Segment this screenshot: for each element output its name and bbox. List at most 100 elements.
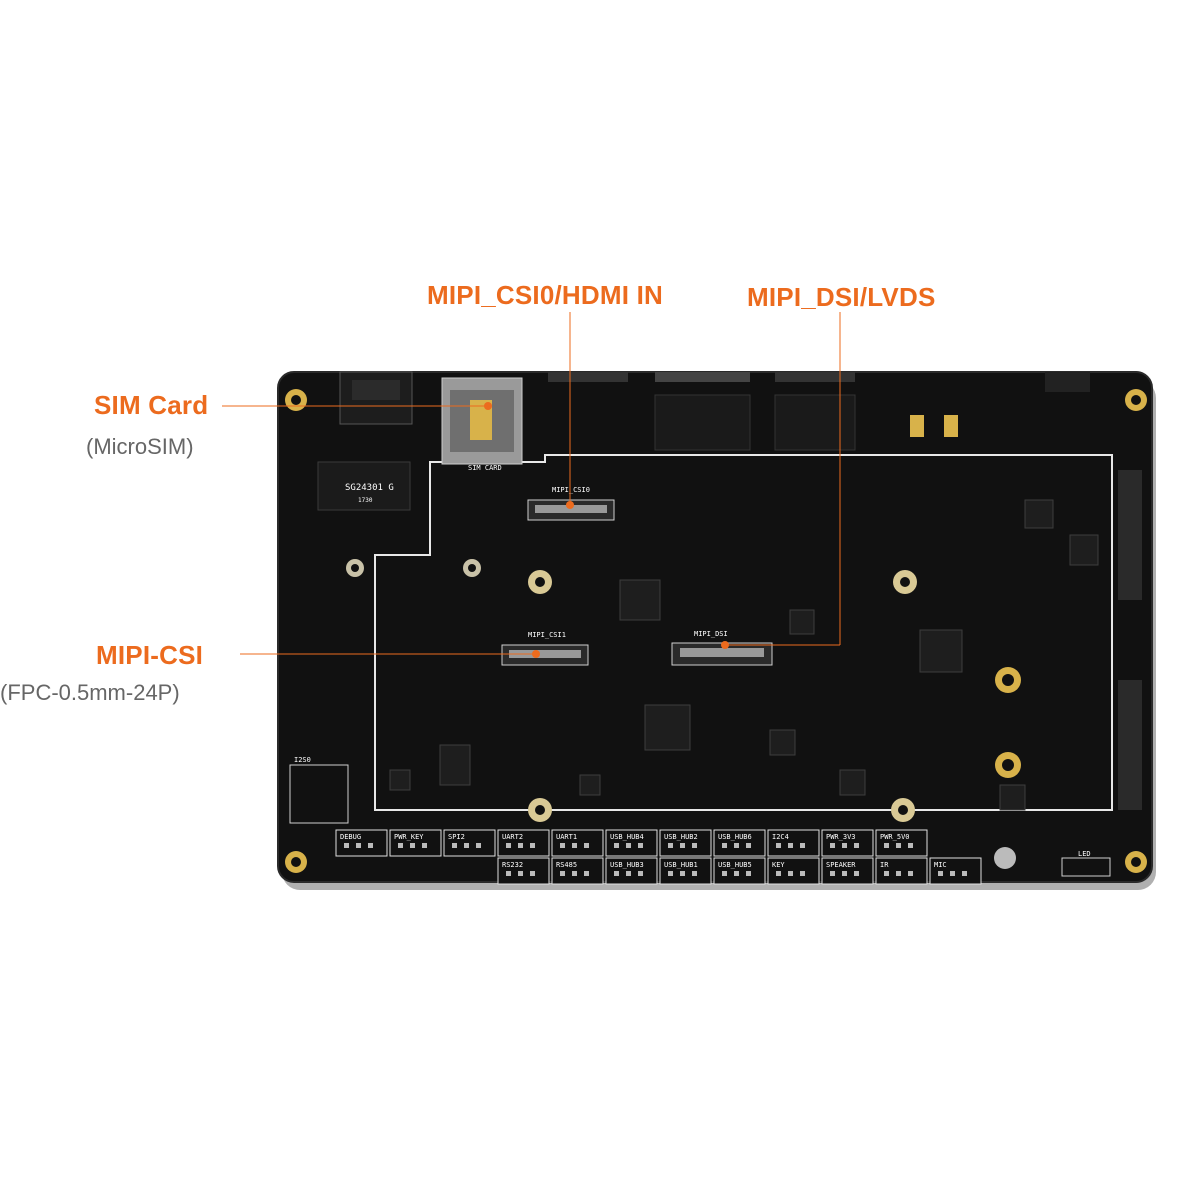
header-pin [842,871,847,876]
header-label: UART1 [556,833,577,841]
header-pin [518,843,523,848]
mipi-dsi-title: MIPI_DSI/LVDS [747,282,936,312]
header-pin [506,843,511,848]
header-label: UART2 [502,833,523,841]
header-pin [800,871,805,876]
header-pin [800,843,805,848]
transformer-code: 1730 [358,497,373,504]
header-label: MIC [934,861,947,869]
header-pin [572,843,577,848]
header-pin [746,871,751,876]
header-pin [884,843,889,848]
headers-bottom-row: RS232 RS485 USB_HUB3 USB_HUB1 USB_HUB5 KEY SPE… [497,857,982,885]
header-label: USB_HUB5 [718,861,752,869]
mipi-csi0-title: MIPI_CSI0/HDMI IN [427,280,663,310]
header-label: USB_HUB4 [610,833,644,841]
sim-card-silk: SIM CARD [468,464,502,472]
header-pin [410,843,415,848]
board-outline-silk [374,454,1113,811]
header-label: I2C4 [772,833,789,841]
header-label: PWR_5V0 [880,833,910,841]
header-label: SPEAKER [826,861,856,869]
header-label: PWR_KEY [394,833,424,841]
header-pin [776,871,781,876]
header-pin [584,871,589,876]
header-pin [962,871,967,876]
sim-card-subtitle: (MicroSIM) [86,434,194,459]
sim-card-title: SIM Card [94,390,209,420]
side-headers [1118,470,1142,810]
header-pin [518,871,523,876]
header-pin [680,843,685,848]
header-pin [938,871,943,876]
header-pin [638,843,643,848]
led-silk: LED [1078,850,1091,858]
i2s0-silk: I2S0 [294,756,311,764]
header-pin [476,843,481,848]
header-pin [452,843,457,848]
header-pin [530,843,535,848]
i2s0-header [289,764,349,824]
header-pin [614,871,619,876]
header-label: DEBUG [340,833,361,841]
header-pin [626,871,631,876]
transformer-label: SG24301 G [345,483,394,493]
header-pin [692,843,697,848]
header-pin [668,843,673,848]
led-box [1061,857,1111,877]
header-pin [638,871,643,876]
header-pin [746,843,751,848]
header-pin [614,843,619,848]
header-label: USB_HUB6 [718,833,752,841]
header-pin [854,843,859,848]
header-pin [830,871,835,876]
header-pin [584,843,589,848]
headers-top-row: DEBUG PWR_KEY SPI2 UART2 UART1 USB_HUB4 USB_HU… [335,829,928,857]
header-pin [884,871,889,876]
mounting-holes [285,389,1147,873]
mipi-csi0-silk: MIPI_CSI0 [552,486,590,494]
header-pin [842,843,847,848]
header-pin [896,843,901,848]
header-pin [908,871,913,876]
header-pin [734,843,739,848]
header-pin [854,871,859,876]
header-pin [398,843,403,848]
header-pin [722,843,727,848]
header-pin [788,871,793,876]
header-pin [506,871,511,876]
header-pin [830,843,835,848]
ethernet-transformer [317,461,411,511]
header-pin [572,871,577,876]
header-label: IR [880,861,889,869]
mipi-dsi-silk: MIPI_DSI [694,630,728,638]
header-pin [530,871,535,876]
top-connectors [339,371,1090,465]
header-pin [734,871,739,876]
header-label: KEY [772,861,785,869]
leader-lines [222,312,841,655]
header-pin [896,871,901,876]
header-label: SPI2 [448,833,465,841]
header-box [875,829,928,857]
header-pin [368,843,373,848]
header-pin [356,843,361,848]
header-label: RS232 [502,861,523,869]
mipi-csi-title: MIPI-CSI [96,640,204,670]
header-pin [788,843,793,848]
header-pin [422,843,427,848]
header-pin [344,843,349,848]
header-pin [560,843,565,848]
header-pin [692,871,697,876]
header-label: USB_HUB2 [664,833,698,841]
header-pin [722,871,727,876]
header-pin [950,871,955,876]
header-label: PWR_3V3 [826,833,856,841]
header-label: USB_HUB3 [610,861,644,869]
header-pin [626,843,631,848]
header-label: RS485 [556,861,577,869]
header-pin [680,871,685,876]
chips [389,499,1099,811]
header-label: USB_HUB1 [664,861,698,869]
